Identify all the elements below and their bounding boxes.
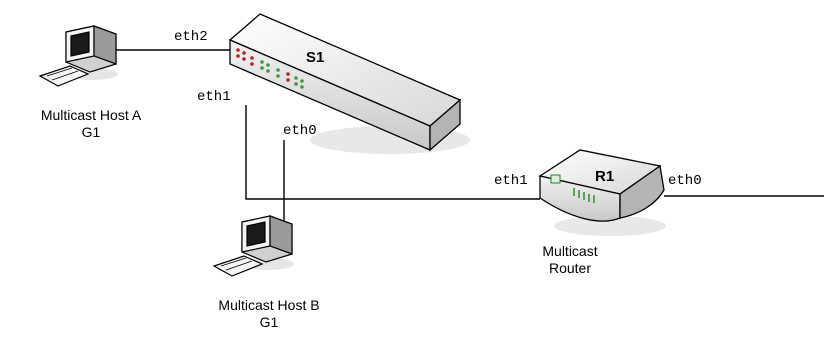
host-b-group: G1: [259, 314, 279, 330]
switch-name: S1: [306, 49, 325, 66]
router-port-eth0: eth0: [668, 173, 702, 189]
router-r1-icon: [538, 149, 666, 236]
router-port-lights: [573, 188, 595, 203]
host-a-name: Multicast Host A: [40, 107, 142, 123]
link-switch-eth1-to-router: [245, 105, 540, 200]
links: [116, 49, 824, 228]
host-b-name: Multicast Host B: [218, 297, 320, 313]
host-b-computer-icon: [212, 215, 294, 277]
host-a-group: G1: [81, 124, 101, 140]
router-caption-line1: Multicast: [542, 243, 598, 259]
switch-port-eth2: eth2: [174, 29, 208, 45]
router-caption-line2: Router: [548, 260, 592, 276]
switch-s1-icon: [228, 13, 470, 154]
switch-port-eth0: eth0: [283, 123, 317, 139]
switch-port-eth1: eth1: [197, 89, 231, 105]
host-a-computer-icon: [38, 25, 118, 87]
router-name: R1: [595, 168, 615, 185]
switch-leds: [236, 48, 304, 89]
router-port-eth1: eth1: [494, 173, 528, 189]
